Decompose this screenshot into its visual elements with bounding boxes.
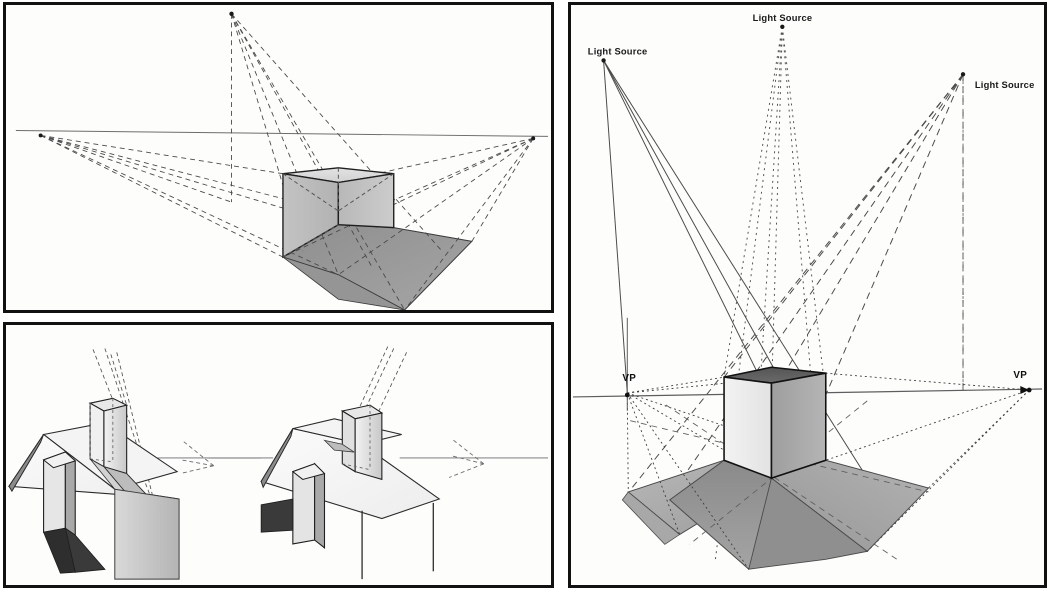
cube-right-face bbox=[337, 172, 395, 229]
slab-left-cast-shadow-b bbox=[43, 527, 76, 574]
label-light-source-left: Light Source bbox=[588, 45, 648, 56]
slab-right-cast-shadow bbox=[260, 498, 294, 533]
label-light-source-right: Light Source bbox=[975, 79, 1035, 90]
chimney-left-face-b bbox=[103, 404, 128, 475]
panel-roof-chimney-shadow bbox=[3, 322, 554, 588]
drawing-roof-chimney bbox=[6, 325, 551, 585]
chimney-right-shadow bbox=[323, 439, 355, 453]
cube-left-face bbox=[723, 376, 773, 480]
roof-right-fascia bbox=[260, 428, 294, 489]
roof-scene-right bbox=[260, 346, 549, 580]
drawing-cube-three-lights: Light Source Light Source Light Source V… bbox=[571, 5, 1044, 585]
cube-right-face bbox=[770, 372, 827, 480]
vanishing-point-right-dot bbox=[1026, 387, 1032, 393]
slab-left-face-b bbox=[64, 450, 76, 537]
label-vp-right: VP bbox=[1013, 370, 1027, 381]
light-source-right-dot bbox=[960, 72, 966, 77]
chimney-right-face-a bbox=[341, 410, 356, 473]
panel-cube-three-lights: Light Source Light Source Light Source V… bbox=[568, 2, 1047, 588]
cube-hidden-edges bbox=[282, 167, 395, 258]
drawing-cube-single-light bbox=[6, 5, 551, 310]
horizon-line bbox=[15, 130, 549, 137]
roof-left-fascia bbox=[8, 434, 45, 493]
chimney-right-hidden bbox=[342, 405, 371, 471]
light-source-dot bbox=[229, 11, 234, 16]
house-left-wall bbox=[114, 488, 180, 580]
vp-ray-group-left bbox=[179, 439, 214, 474]
vp-right-ray-group bbox=[282, 137, 534, 310]
label-vp-left: VP bbox=[622, 373, 636, 384]
label-light-source-center: Light Source bbox=[753, 12, 813, 23]
chimney-right-face-b bbox=[354, 412, 383, 481]
chimney-left-face-a bbox=[89, 402, 105, 468]
vanishing-point-right-dot bbox=[531, 136, 536, 141]
slab-right-top bbox=[291, 463, 326, 480]
slab-left-top bbox=[42, 451, 77, 469]
cast-shadow-right-lower bbox=[748, 477, 869, 570]
vp-right-arrowhead bbox=[1020, 386, 1030, 394]
slab-right-face-b bbox=[314, 462, 326, 549]
vp-ray-group-right bbox=[448, 438, 485, 478]
roof-scene-left bbox=[8, 348, 274, 580]
light-source-left-dot bbox=[601, 58, 606, 63]
chimney-left-hidden bbox=[89, 398, 114, 463]
vanishing-point-left-dot bbox=[624, 392, 630, 398]
cast-shadow-lower bbox=[282, 256, 405, 310]
panel-cube-single-light bbox=[3, 2, 554, 313]
vanishing-point-left-dot bbox=[38, 133, 43, 138]
cast-shadow-left-edge bbox=[621, 491, 681, 545]
panel-paper bbox=[6, 5, 551, 310]
vp-right-construction bbox=[825, 372, 1030, 552]
light-source-center-dot bbox=[780, 24, 785, 29]
